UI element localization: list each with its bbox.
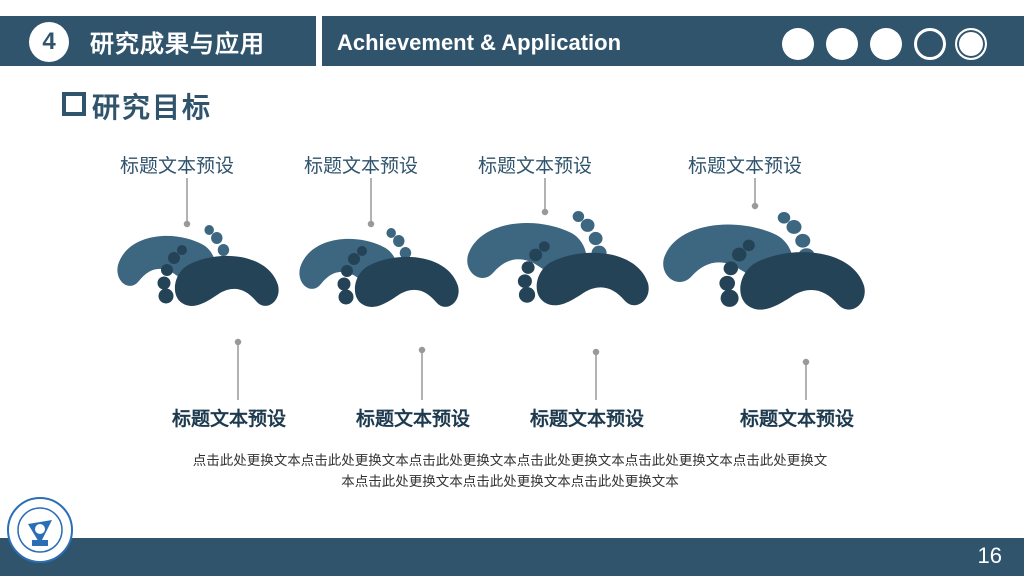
header-divider — [316, 16, 322, 66]
university-logo-icon — [7, 497, 73, 563]
nav-dot-3[interactable] — [870, 28, 902, 60]
description-line-1: 点击此处更换文本点击此处更换文本点击此处更换文本点击此处更换文本点击此处更换文本… — [192, 453, 828, 469]
description-text: 点击此处更换文本点击此处更换文本点击此处更换文本点击此处更换文本点击此处更换文本… — [100, 451, 920, 493]
header-title-cn: 研究成果与应用 — [90, 30, 265, 58]
section-title: 研究目标 — [92, 91, 213, 124]
header-title-en: Achievement & Application — [337, 30, 622, 55]
square-bullet-icon — [62, 92, 86, 116]
top-label-2: 标题文本预设 — [304, 155, 419, 177]
bottom-label-4: 标题文本预设 — [740, 408, 855, 430]
top-label-3: 标题文本预设 — [478, 155, 593, 177]
nav-dot-1[interactable] — [782, 28, 814, 60]
section-number-badge: 4 — [29, 22, 69, 62]
nav-dot-4[interactable] — [914, 28, 946, 60]
description-line-2: 本点击此处更换文本点击此处更换文本点击此处更换文本 — [341, 474, 679, 490]
bottom-label-2: 标题文本预设 — [356, 408, 471, 430]
footer-bar — [0, 538, 1024, 576]
top-label-1: 标题文本预设 — [120, 155, 235, 177]
page-number: 16 — [977, 543, 1002, 568]
section-heading: 研究目标 — [62, 86, 212, 126]
nav-dot-2[interactable] — [826, 28, 858, 60]
top-label-4: 标题文本预设 — [688, 155, 803, 177]
bottom-label-1: 标题文本预设 — [172, 408, 287, 430]
nav-dot-5-active[interactable] — [955, 28, 987, 60]
bottom-label-3: 标题文本预设 — [530, 408, 645, 430]
